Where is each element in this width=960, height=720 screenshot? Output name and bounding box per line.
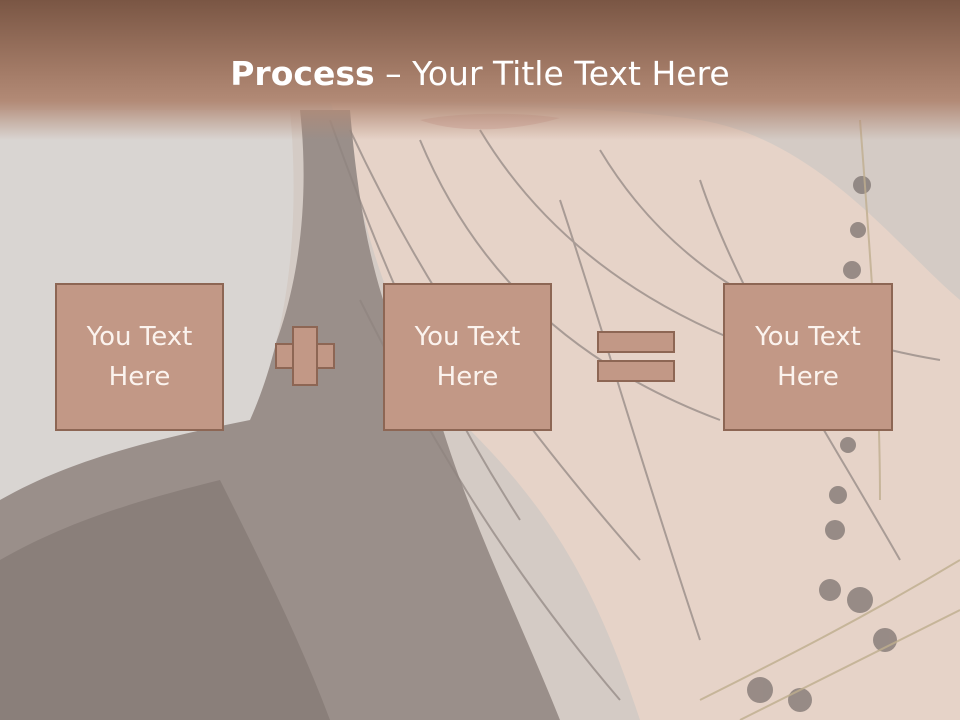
process-box-2: You Text Here bbox=[383, 283, 552, 431]
plus-icon-center bbox=[294, 345, 316, 367]
process-box-1-line2: Here bbox=[108, 362, 171, 392]
equals-icon-top-bar bbox=[597, 331, 675, 353]
title-rest: – Your Title Text Here bbox=[374, 54, 730, 93]
process-box-1: You Text Here bbox=[55, 283, 224, 431]
process-box-1-line1: You Text bbox=[86, 322, 193, 352]
process-box-2-line1: You Text bbox=[414, 322, 521, 352]
process-box-3-line2: Here bbox=[777, 362, 839, 392]
process-box-2-line2: Here bbox=[436, 362, 499, 392]
slide-title: Process – Your Title Text Here bbox=[0, 52, 960, 96]
title-band bbox=[0, 0, 960, 140]
process-box-3: You Text Here bbox=[723, 283, 893, 431]
process-box-3-line1: You Text bbox=[755, 322, 861, 352]
equals-icon-bottom-bar bbox=[597, 360, 675, 382]
title-strong: Process bbox=[230, 54, 375, 93]
